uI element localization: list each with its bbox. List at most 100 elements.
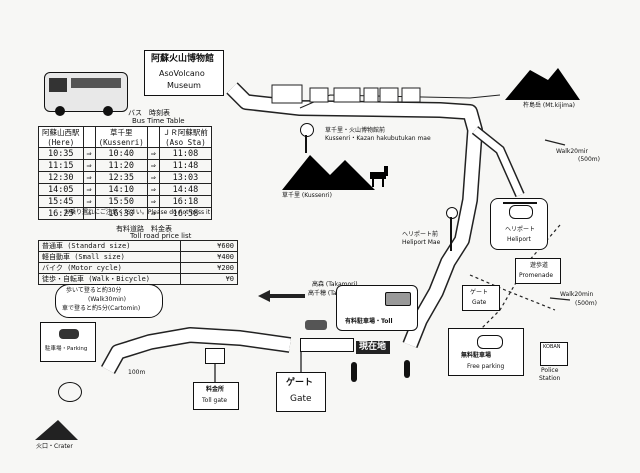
bus-row: 16:25⇒16:30⇒16:58 — [38, 207, 212, 220]
bus-time-cell: 11:20 — [94, 159, 148, 172]
bus-arrow-cell: ⇒ — [82, 147, 96, 160]
here-label: 現在地 — [359, 342, 387, 352]
koban-label: KOBAN — [543, 344, 561, 350]
toll-vehicle-cell: バイク (Motor cycle) — [38, 262, 181, 274]
free-parking-ja: 無料駐車場 — [461, 352, 492, 359]
kusasenri-stop-ja: 草千里・火山博物館前 — [325, 127, 386, 134]
heliport-mae-en: Heliport Mae — [402, 239, 441, 246]
bus-time-cell: 11:48 — [158, 159, 212, 172]
parking-label-left: 駐車場・Parking — [45, 346, 88, 352]
toll-row: 普通車 (Standard size)¥600 — [38, 240, 238, 252]
toll-price-cell: ¥400 — [180, 251, 238, 263]
walk20-b: Walk20min — [560, 291, 594, 298]
toll-price-cell: ¥200 — [180, 262, 238, 274]
promenade-en: Promenade — [519, 272, 554, 279]
bus-row: 10:35⇒10:40⇒11:08 — [38, 147, 212, 160]
takachiho-label: 高千穂 (Takachiho) — [308, 290, 362, 297]
bus-arrow-cell: ⇒ — [82, 207, 96, 220]
promenade-box: 遊歩道 Promenade — [515, 258, 561, 284]
person-icon-2 — [404, 360, 410, 378]
person-icon-walking — [351, 362, 357, 382]
parking-box-left: 駐車場・Parking — [40, 322, 96, 362]
toll-vehicle-cell: 徒歩・自転車 (Walk・Bicycle) — [38, 273, 181, 285]
heliport-mae-ja: ヘリポート前 — [402, 231, 439, 238]
dist-100m: 100m — [128, 369, 146, 376]
toll-title-en: Toll road price list — [130, 232, 192, 240]
bus-time-cell: 10:40 — [94, 147, 148, 160]
toll-gate-ja: 料金所 — [206, 386, 225, 393]
current-location-marker: 現在地 — [356, 341, 390, 354]
bus-time-cell: 14:48 — [158, 183, 212, 196]
bus-timetable: 阿蘇山西駅(Here) 草千里(Kussenri) ＪＲ阿蘇駅前(Aso Sta… — [38, 126, 212, 220]
kusasenri-mountain-shape — [282, 155, 375, 190]
car-icon-free — [477, 335, 503, 349]
bus-parking-icon — [385, 292, 411, 306]
heliport-label-ja: ヘリポート — [505, 226, 536, 233]
toll-title-ja: 有料道路 料金表 — [116, 225, 172, 233]
bus-time-cell: 15:50 — [94, 195, 148, 208]
bus-title-ja: バス 時刻表 — [128, 109, 170, 117]
toll-booth-icon — [205, 348, 225, 364]
toll-price-cell: ¥600 — [180, 240, 238, 252]
bus-row: 11:15⇒11:20⇒11:48 — [38, 159, 212, 172]
walk30-ja: 歩いて登ると約30分 — [66, 287, 122, 294]
bus-arrow-cell: ⇒ — [146, 147, 160, 160]
toll-parking-box: 有料駐車場・Toll — [336, 285, 418, 331]
walk20-a: Walk20mir — [556, 148, 588, 155]
free-parking-en: Free parking — [467, 363, 505, 370]
station-building — [300, 338, 354, 352]
mt-kijima-label: 杵島岳 (Mt.kijima) — [523, 102, 576, 109]
arrow-takamori — [258, 290, 305, 302]
bus-header-here: 阿蘇山西駅(Here) — [38, 126, 84, 148]
kusasenri-stop-en: Kussenri・Kazan hakubutukan mae — [325, 135, 431, 142]
toll-vehicle-cell: 軽自動車 (Small size) — [38, 251, 181, 263]
gate-right-en: Gate — [472, 299, 487, 306]
cart-ja: 車で登ると約5分(Cartomin) — [62, 305, 141, 312]
police-label-2: Station — [539, 375, 561, 382]
bus-time-cell: 16:58 — [158, 207, 212, 220]
bus-arrow-cell: ⇒ — [82, 159, 96, 172]
kusasenri-label: 草千里 (Kussenri) — [282, 192, 332, 199]
mt-kijima-shape — [505, 68, 580, 100]
crater-ring — [58, 382, 82, 402]
toll-gate-en: Toll gate — [202, 397, 228, 404]
helicopter-icon — [509, 205, 533, 219]
museum-box: 阿蘇火山博物館 AsoVolcano Museum — [144, 50, 224, 96]
walk20-a-dist: (500m) — [578, 156, 600, 163]
museum-label-en2: Museum — [167, 81, 201, 90]
promenade-ja: 遊歩道 — [530, 262, 549, 269]
toll-parking-label: 有料駐車場・Toll — [345, 318, 393, 325]
bus-stop-sign-heliport — [446, 207, 458, 219]
bus-row: 15:45⇒15:50⇒16:18 — [38, 195, 212, 208]
toll-vehicle-cell: 普通車 (Standard size) — [38, 240, 181, 252]
bus-arrow-cell: ⇒ — [82, 195, 96, 208]
walk30-en: (Walk30min) — [88, 296, 126, 303]
walk30-callout: 歩いて登ると約30分 (Walk30min) 車で登ると約5分(Cartomin… — [55, 284, 163, 318]
bus-time-cell: 13:03 — [158, 171, 212, 184]
toll-row: バイク (Motor cycle)¥200 — [38, 262, 238, 274]
bus-header-aso: ＪＲ阿蘇駅前(Aso Sta) — [158, 126, 212, 148]
heliport-label-en: Heliport — [507, 236, 531, 243]
bus-time-cell: 10:35 — [38, 147, 84, 160]
gate-lower-en: Gate — [290, 394, 312, 404]
bus-arrow-cell: ⇒ — [146, 171, 160, 184]
bus-stop-sign-kusasenri — [300, 123, 314, 137]
buildings-row — [271, 84, 421, 104]
bus-time-cell: 12:30 — [38, 171, 84, 184]
museum-label-ja: 阿蘇火山博物館 — [151, 54, 215, 64]
bus-arrow-cell: ⇒ — [146, 207, 160, 220]
takamori-label: 高森 (Takamori) — [312, 281, 358, 288]
toll-row: 徒歩・自転車 (Walk・Bicycle)¥0 — [38, 273, 238, 285]
bus-arrow-cell: ⇒ — [82, 183, 96, 196]
bus-arrow-cell: ⇒ — [146, 195, 160, 208]
bus-row: 12:30⇒12:35⇒13:03 — [38, 171, 212, 184]
gate-box-right: ゲート Gate — [462, 285, 500, 311]
bus-header-kusasenri: 草千里(Kussenri) — [94, 126, 148, 148]
gate-box-lower: ゲート Gate — [276, 372, 326, 412]
bus-arrow-cell: ⇒ — [82, 171, 96, 184]
bus-time-cell: 14:05 — [38, 183, 84, 196]
gate-right-ja: ゲート — [470, 289, 489, 296]
